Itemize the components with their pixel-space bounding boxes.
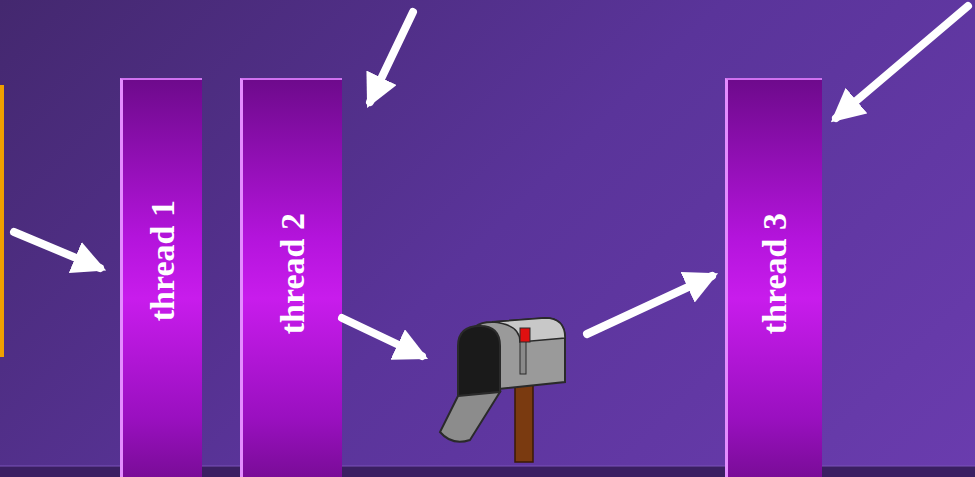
thread-bar: thread 2 [240, 78, 342, 477]
thread-label: thread 2 [276, 213, 310, 334]
thread-label: thread 1 [146, 200, 180, 321]
arrow [370, 12, 413, 102]
arrow [836, 6, 968, 118]
thread-label: thread 3 [758, 213, 792, 334]
arrow [342, 318, 422, 356]
arrow [587, 276, 712, 334]
mailbox-illustration [440, 318, 565, 462]
thread-bar: thread 3 [725, 78, 822, 477]
arrow [14, 232, 100, 268]
partial-box-edge [0, 85, 4, 357]
thread-bar: thread 1 [120, 78, 202, 477]
